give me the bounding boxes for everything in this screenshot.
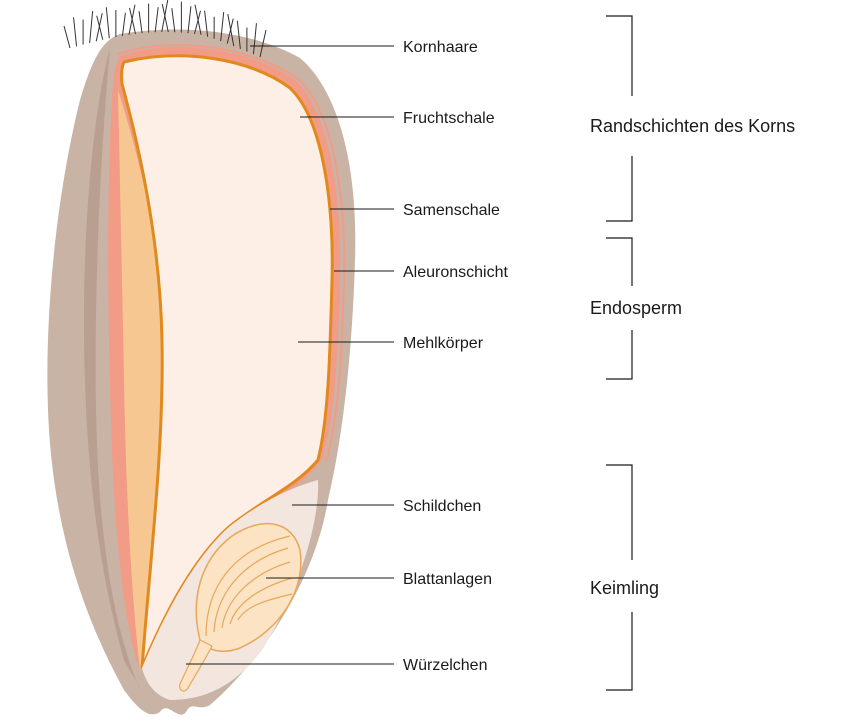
grain-hair [64,26,70,48]
group-label-keimling: Keimling [590,578,659,598]
grain-illustration [47,0,355,715]
grain-hair [74,17,77,46]
label-samenschale: Samenschale [403,202,500,219]
label-aleuronschicht: Aleuronschicht [403,264,509,281]
group-label-randschichten: Randschichten des Korns [590,116,795,136]
label-wuerzelchen: Würzelchen [403,657,487,674]
group-label-endosperm: Endosperm [590,298,682,318]
part-labels: Kornhaare Fruchtschale Samenschale Aleur… [403,39,509,674]
grain-hair [139,11,142,33]
label-blattanlagen: Blattanlagen [403,571,492,588]
grain-hair [90,11,93,43]
grain-hair [162,4,168,32]
grain-hair [188,6,191,33]
grain-hair [172,8,175,32]
label-kornhaare: Kornhaare [403,39,478,56]
label-fruchtschale: Fruchtschale [403,110,495,127]
label-schildchen: Schildchen [403,498,481,515]
grain-hair [155,7,158,32]
label-mehlkoerper: Mehlkörper [403,335,484,352]
grain-hair [106,7,109,38]
group-labels: Randschichten des Korns Endosperm Keimli… [590,116,795,598]
grain-hair [122,13,125,36]
